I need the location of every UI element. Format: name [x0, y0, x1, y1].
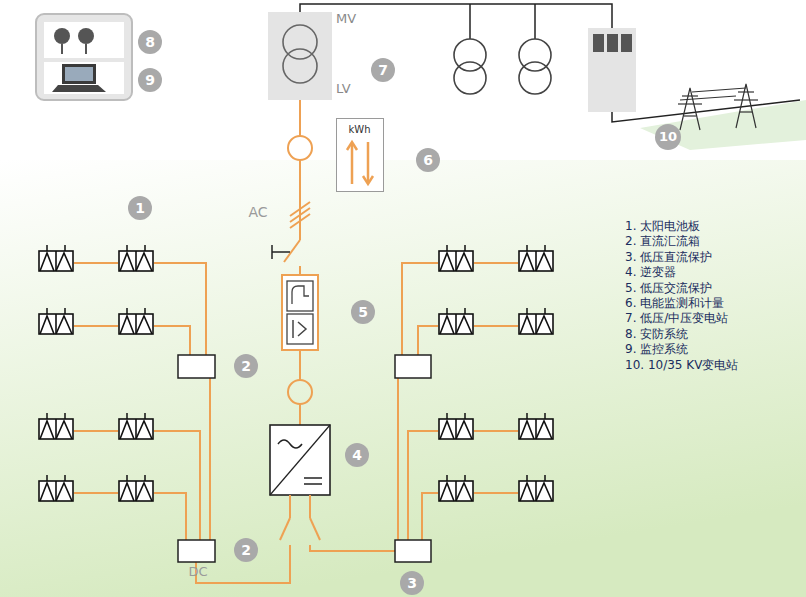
grid-lines [300, 4, 800, 122]
callout-number: 3 [407, 575, 417, 591]
ac-label: AC [248, 204, 267, 220]
callout-circles [128, 30, 681, 595]
ac-protection-box [282, 275, 318, 350]
callout-number: 1 [135, 200, 145, 216]
callout-number: 6 [423, 152, 433, 168]
legend-item: 2. 直流汇流箱 [625, 235, 700, 249]
kwh-meter-box [336, 118, 384, 192]
dc-label: DC [188, 565, 207, 580]
dc-wiring [74, 263, 518, 583]
inverter-box [270, 425, 330, 495]
callout-number: 7 [378, 62, 388, 78]
legend-item: 10. 10/35 KV变电站 [625, 359, 738, 373]
callout-number: 2 [241, 358, 251, 374]
callout-number: 2 [241, 542, 251, 558]
node-text: MV [336, 12, 356, 27]
pylons [678, 84, 758, 130]
legend-item: 8. 安防系统 [625, 328, 688, 342]
legend-item: 7. 低压/中压变电站 [625, 312, 728, 326]
background [0, 100, 806, 597]
callout-number: 4 [352, 447, 362, 463]
legend-item: 4. 逆变器 [625, 266, 676, 280]
node-text: kWh [348, 124, 370, 136]
callout-number: 10 [659, 130, 677, 145]
transformer-box [268, 12, 332, 100]
legend-item: 3. 低压直流保护 [625, 251, 712, 265]
energy-meter: kWh [336, 118, 384, 192]
monitoring-panel [36, 14, 132, 100]
grid-transformers [454, 39, 551, 94]
transformer-station: MVLV [268, 12, 332, 100]
legend-item: 6. 电能监测和计量 [625, 297, 724, 311]
legend-item: 1. 太阳电池板 [625, 220, 700, 234]
node-text: LV [336, 82, 351, 97]
callout-number: 5 [358, 304, 368, 320]
callout-number: 9 [145, 72, 155, 88]
legend-item: 5. 低压交流保护 [625, 282, 712, 296]
substation-box [588, 28, 636, 112]
legend-item: 9. 监控系统 [625, 343, 688, 357]
pv-panels [39, 245, 553, 501]
callout-number: 8 [145, 34, 155, 50]
ac-line [272, 100, 312, 425]
combiner-boxes [178, 355, 431, 562]
